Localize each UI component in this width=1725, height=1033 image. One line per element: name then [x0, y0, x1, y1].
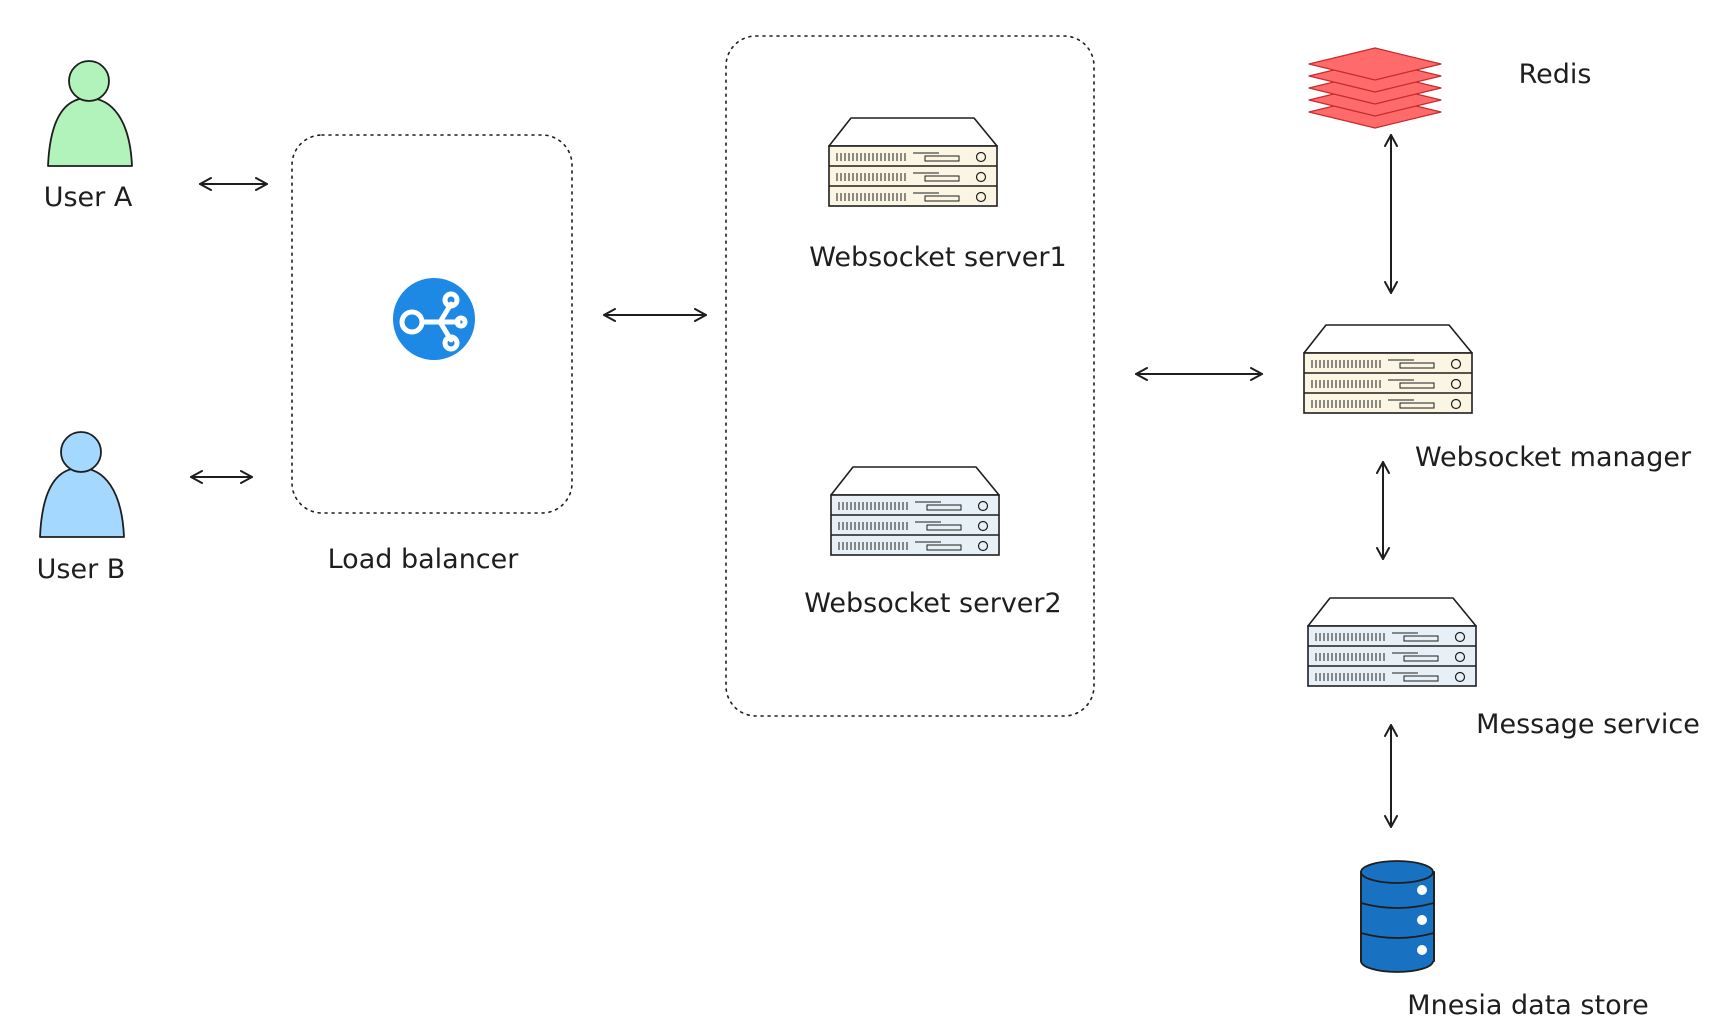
websocket-cluster-container [725, 35, 1095, 717]
websocket-server-1-icon [828, 117, 998, 207]
user-b-label: User B [37, 554, 126, 585]
websocket-server-1-label: Websocket server1 [809, 242, 1066, 273]
user-a-icon [47, 60, 133, 167]
websocket-server-2-icon [830, 466, 1000, 556]
websocket-manager-icon [1303, 324, 1473, 414]
share-nodes-icon [393, 278, 475, 360]
user-a-label: User A [44, 182, 133, 213]
mnesia-data-store-label: Mnesia data store [1407, 990, 1648, 1021]
load-balancer-container [291, 134, 573, 514]
database-icon [1360, 860, 1435, 973]
redis-label: Redis [1519, 59, 1592, 90]
message-service-label: Message service [1476, 709, 1700, 740]
layers-icon [1308, 47, 1442, 129]
message-service-icon [1307, 597, 1477, 687]
websocket-manager-label: Websocket manager [1415, 442, 1692, 473]
load-balancer-label: Load balancer [328, 544, 520, 575]
websocket-server-2-label: Websocket server2 [804, 588, 1061, 619]
user-b-icon [39, 431, 125, 538]
